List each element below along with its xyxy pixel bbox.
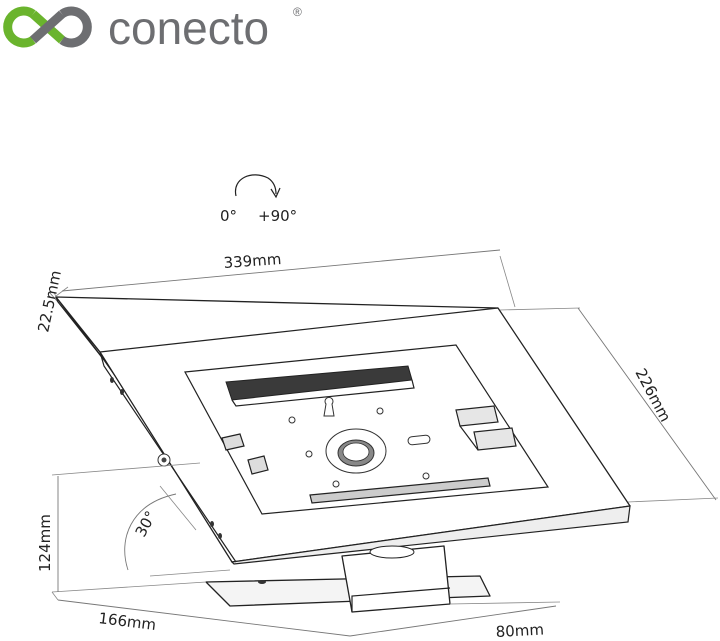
rotation-indicator: 0° +90° — [220, 174, 297, 225]
rotation-start-label: 0° — [220, 207, 237, 225]
stand-base — [205, 545, 491, 613]
registered-mark: ® — [293, 5, 302, 19]
tablet-enclosure — [55, 296, 631, 565]
height-label: 226mm — [631, 365, 674, 425]
brand-logo: conecto ® — [3, 2, 302, 54]
infinity-loop-logo-icon — [3, 6, 92, 48]
base-depth-label: 166mm — [98, 609, 158, 634]
stand-height-label: 124mm — [36, 514, 54, 572]
rotate-arrow-icon — [234, 174, 277, 197]
tilt-angle-label: 30° — [132, 508, 160, 540]
dimension-width: 339mm — [55, 249, 516, 308]
rotation-end-label: +90° — [258, 207, 297, 225]
width-label: 339mm — [223, 250, 282, 272]
dimension-stand-height: 124mm — [36, 462, 207, 593]
base-width-label: 80mm — [495, 620, 544, 641]
brand-name: conecto — [108, 2, 269, 54]
dimension-base-width: 80mm — [349, 601, 561, 641]
